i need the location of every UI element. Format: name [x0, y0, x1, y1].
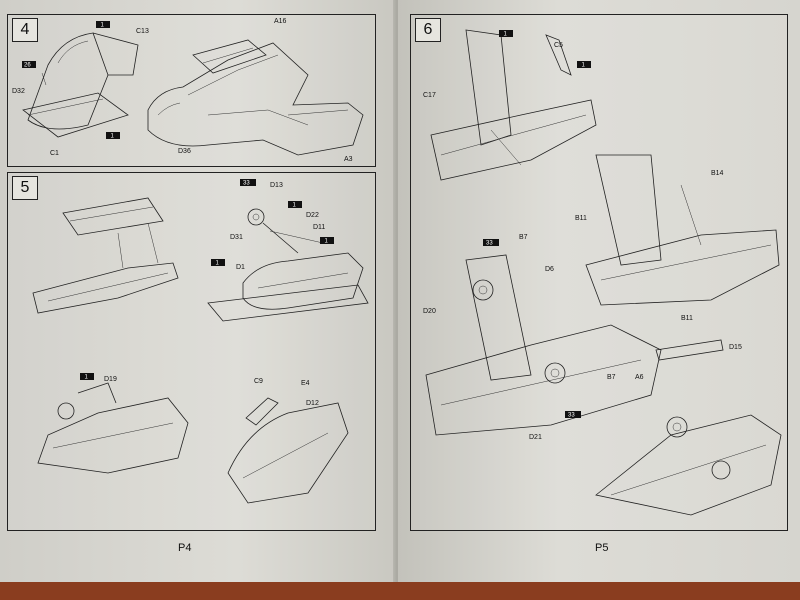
label-b7b: B7	[607, 374, 616, 381]
label-b11b: B11	[681, 315, 693, 322]
label-d19: D19	[104, 376, 117, 383]
step-4-number: 4	[12, 18, 38, 42]
label-e4: E4	[301, 380, 310, 387]
badge-1h: 1	[582, 63, 586, 69]
label-d20: D20	[423, 308, 436, 315]
label-c5: C5	[554, 42, 563, 49]
label-d15: D15	[729, 344, 742, 351]
label-d6: D6	[545, 266, 554, 273]
badge-1b: 1	[111, 134, 115, 140]
page-number-left: P4	[178, 542, 192, 554]
label-c13: C13	[136, 28, 149, 35]
label-b7: B7	[519, 234, 528, 241]
label-c9: C9	[254, 378, 263, 385]
step-6-diagram: 1 C5 1 C17 B14 B11	[423, 29, 782, 516]
step-6-panel: 6 1 C5 1 C17 B14 B11	[410, 14, 788, 531]
label-d13: D13	[270, 182, 283, 189]
step-5-panel: 5 33 D13 1	[7, 172, 376, 531]
step-5-diagram: 33 D13 1 D22 D31 D11 1 1 D1 1 D19	[32, 179, 369, 504]
label-c1: C1	[50, 150, 59, 157]
page-left: 4 1 C13	[0, 0, 396, 582]
page-number-right: P5	[595, 542, 609, 554]
badge-33b: 33	[486, 241, 493, 247]
label-c17: C17	[423, 92, 436, 99]
label-d1: D1	[236, 264, 245, 271]
label-a16: A16	[274, 18, 287, 25]
label-b14: B14	[711, 170, 724, 177]
badge-33: 33	[243, 181, 250, 187]
badge-1d: 1	[325, 239, 329, 245]
label-d11: D11	[313, 224, 325, 231]
step-6-number: 6	[415, 18, 441, 42]
label-a6: A6	[635, 374, 644, 381]
step-5-number: 5	[12, 176, 38, 200]
badge-1c: 1	[293, 203, 297, 209]
label-d31: D31	[230, 234, 243, 241]
step-4-diagram: 1 C13 26 D32 C1 1 A16 D36 A3	[12, 18, 364, 163]
badge-1g: 1	[504, 32, 508, 38]
label-d22: D22	[306, 212, 319, 219]
label-d32: D32	[12, 88, 25, 95]
book-spine	[393, 0, 401, 582]
label-a3: A3	[344, 156, 353, 163]
label-d36: D36	[178, 148, 191, 155]
label-d21: D21	[529, 434, 542, 441]
page-right: 6 1 C5 1 C17 B14 B11	[398, 0, 800, 582]
badge-26: 26	[24, 63, 31, 69]
badge-33c: 33	[568, 413, 575, 419]
badge-1e: 1	[216, 261, 220, 267]
label-b11: B11	[575, 215, 587, 222]
badge-1f: 1	[85, 375, 89, 381]
badge-1: 1	[101, 23, 105, 29]
step-4-panel: 4 1 C13	[7, 14, 376, 167]
label-d12: D12	[306, 400, 319, 407]
